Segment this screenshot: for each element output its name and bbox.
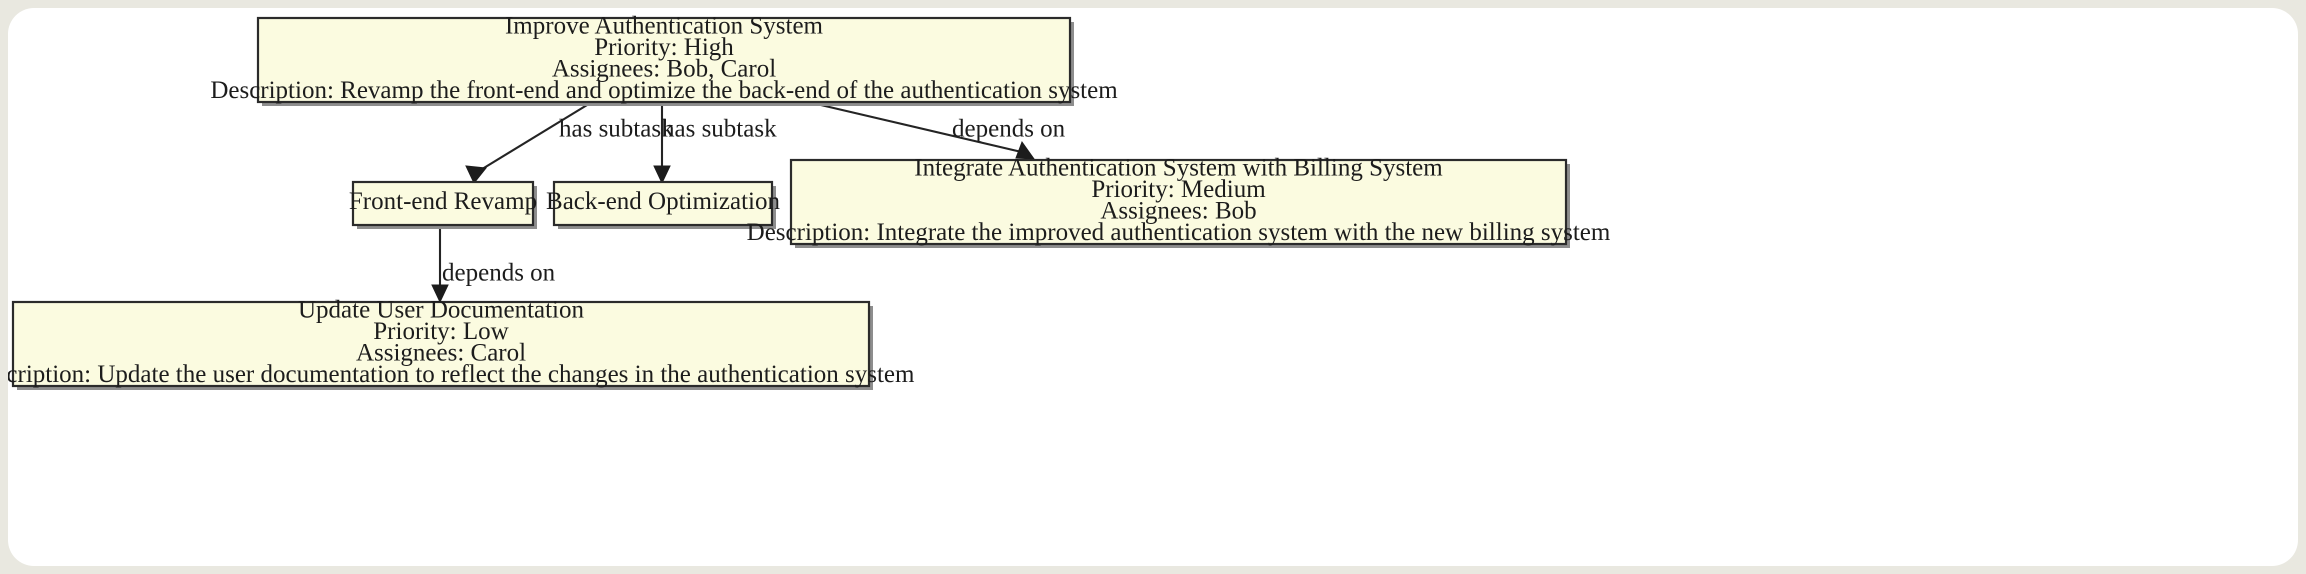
edge-improve-to-front-end-revamp-arrowhead-icon (465, 165, 487, 184)
edge-improve-to-integrate-billing-line (807, 100, 1027, 155)
edge-improve-to-front-end-revamp-line (473, 101, 593, 175)
node-back-end-optimization-box[interactable] (552, 180, 774, 227)
node-integrate-authentication-system-with-billing-system-line-1: Priority: Medium (1091, 176, 1266, 203)
node-front-end-revamp[interactable]: Front-end Revamp (349, 180, 537, 229)
edge-improve-to-back-end-optimization-label: has subtask (662, 116, 777, 143)
node-update-user-documentation-line-2: Assignees: Carol (356, 339, 526, 366)
node-improve-authentication-system-line-3: Description: Revamp the front-end and op… (210, 77, 1118, 104)
node-integrate-authentication-system-with-billing-system[interactable]: Integrate Authentication System with Bil… (747, 154, 1611, 248)
node-update-user-documentation-line-3: Description: Update the user documentati… (8, 361, 915, 388)
edge-improve-to-front-end-revamp (465, 101, 593, 184)
node-improve-authentication-system-line-0: Improve Authentication System (505, 12, 824, 39)
edge-improve-to-integrate-billing-label: depends on (952, 116, 1066, 143)
node-update-user-documentation-line-1: Priority: Low (373, 318, 508, 345)
node-front-end-revamp-box[interactable] (351, 180, 535, 227)
node-integrate-authentication-system-with-billing-system-line-2: Assignees: Bob (1100, 197, 1256, 224)
edge-improve-to-back-end-optimization-arrowhead-icon (653, 165, 671, 185)
node-improve-authentication-system-line-1: Priority: High (594, 34, 734, 61)
edge-improve-to-integrate-billing (807, 100, 1036, 160)
edges-layer (431, 100, 1036, 304)
node-integrate-authentication-system-with-billing-system-box[interactable] (789, 158, 1568, 246)
node-update-user-documentation-line-0: Update User Documentation (298, 296, 585, 323)
node-integrate-authentication-system-with-billing-system-line-3: Description: Integrate the improved auth… (747, 219, 1611, 246)
node-integrate-authentication-system-with-billing-system-line-0: Integrate Authentication System with Bil… (914, 154, 1443, 181)
node-back-end-optimization[interactable]: Back-end Optimization (546, 180, 780, 229)
edge-front-end-revamp-to-update-documentation-label: depends on (442, 260, 556, 287)
node-improve-authentication-system-box[interactable] (256, 16, 1072, 104)
edge-improve-to-integrate-billing-arrowhead-icon (1015, 140, 1036, 160)
edge-improve-to-back-end-optimization (653, 102, 671, 185)
edge-front-end-revamp-to-update-documentation (431, 225, 449, 304)
node-update-user-documentation-box[interactable] (11, 300, 871, 388)
edge-improve-to-front-end-revamp-label: has subtask (559, 116, 674, 143)
node-front-end-revamp-line-0: Front-end Revamp (349, 188, 537, 215)
edge-front-end-revamp-to-update-documentation-arrowhead-icon (431, 284, 449, 304)
node-improve-authentication-system-line-2: Assignees: Bob, Carol (552, 55, 776, 82)
node-back-end-optimization-line-0: Back-end Optimization (546, 188, 780, 215)
